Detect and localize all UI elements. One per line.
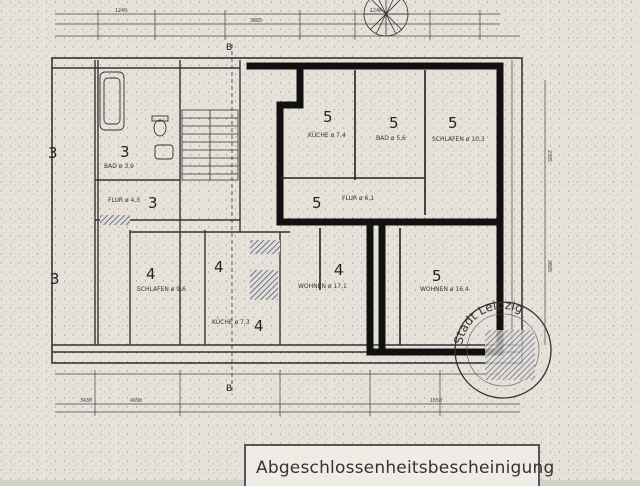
right-unit-inner-walls (280, 70, 426, 345)
room-label-hall-right: FLUR ø 6,1 (342, 195, 374, 202)
dim-bottom-3: 1650 (430, 398, 442, 404)
room-label-living-right: WOHNEN ø 16,4 (420, 286, 469, 293)
room-number-hall-left: 3 (148, 194, 158, 212)
hatched-wall-2 (100, 215, 130, 225)
room-number-bedroom-top: 5 (448, 114, 458, 132)
room-number-living-center: 4 (334, 261, 344, 279)
official-stamp: Stadt Leipzig (451, 298, 552, 399)
bottom-dimension-lines (55, 370, 520, 416)
top-dimension-lines (55, 10, 520, 40)
section-marker-top: B (226, 43, 232, 53)
section-marker-bottom: B (226, 384, 232, 394)
room-number-bath-left: 3 (120, 143, 130, 161)
room-number-kitchen-top: 5 (323, 108, 333, 126)
dim-top-1: 1240 (115, 8, 127, 14)
room-number-living-right: 5 (432, 267, 442, 285)
room-label-bath-top: BAD ø 5,6 (376, 135, 406, 142)
room-label-kitchen-top: KÜCHE ø 7,4 (308, 132, 346, 139)
certificate-title-box: Abgeschlossenheitsbescheinigung (244, 444, 554, 486)
sink-icon (154, 144, 174, 160)
certificate-title: Abgeschlossenheitsbescheinigung (256, 458, 555, 478)
room-number-stair-mid: 4 (214, 258, 224, 276)
right-unit-walls (246, 62, 504, 356)
room-number-far-left-bottom: 3 (50, 270, 60, 288)
dim-top-3: 1240 (370, 8, 382, 14)
room-number-kitchen-left: 4 (254, 317, 264, 335)
left-unit-walls (94, 60, 290, 345)
room-number-bedroom-left: 4 (146, 265, 156, 283)
bathtub-icon (99, 71, 125, 131)
room-label-living-center: WOHNEN ø 17,1 (298, 283, 347, 290)
hatched-wall-1 (250, 270, 278, 300)
room-label-bedroom-top: SCHLAFEN ø 10,3 (432, 136, 485, 143)
dim-bottom-2: 4690 (130, 398, 142, 404)
compass-icon (363, 0, 409, 37)
room-label-kitchen-left: KÜCHE ø 7,3 (212, 319, 250, 326)
hatched-wall-3 (250, 240, 280, 254)
room-number-far-left-top: 3 (48, 144, 58, 162)
room-number-bath-top: 5 (389, 114, 399, 132)
staircase (181, 109, 239, 181)
toilet-icon (151, 115, 169, 137)
room-label-bath-left: BAD ø 3,9 (104, 163, 134, 170)
dim-side-1: 2385 (546, 150, 552, 162)
room-number-hall-right: 5 (312, 194, 322, 212)
right-dimension-lines (511, 60, 546, 360)
dim-top-2: 3885 (250, 18, 262, 24)
dim-bottom-1: 3430 (80, 398, 92, 404)
dim-side-2: 2885 (546, 260, 552, 272)
room-label-bedroom-left: SCHLAFEN ø 9,6 (137, 286, 186, 293)
room-label-hall-left: FLUR ø 4,3 (108, 197, 140, 204)
